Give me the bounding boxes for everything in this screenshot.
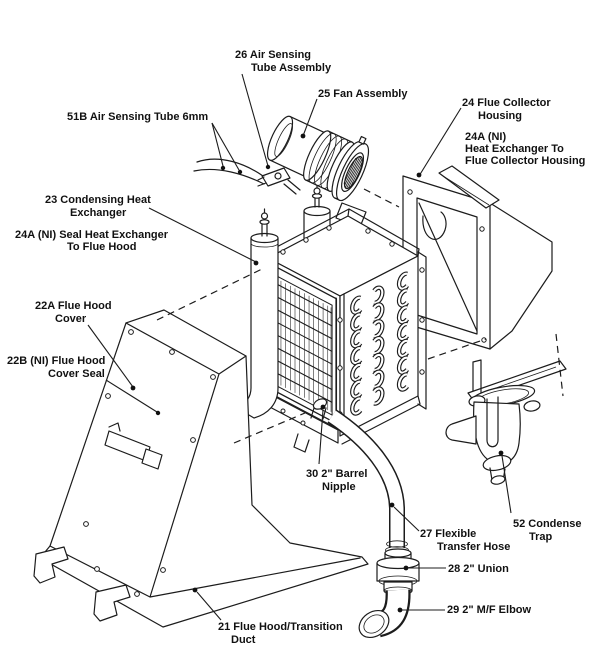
part-label-22a: 22A Flue Hood Cover [35, 300, 112, 325]
part-label-28: 28 2" Union [448, 563, 509, 575]
trap-tab [445, 415, 477, 445]
part-label-22b: 22B (NI) Flue Hood Cover Seal [7, 355, 105, 380]
svg-text:Transfer Hose: Transfer Hose [437, 541, 510, 553]
svg-text:25 Fan Assembly: 25 Fan Assembly [318, 88, 408, 100]
part-labels: 26 Air Sensing Tube Assembly 25 Fan Asse… [7, 49, 585, 646]
svg-text:27 Flexible: 27 Flexible [420, 528, 476, 540]
housing-top-bracket [438, 165, 500, 209]
part-label-51b: 51B Air Sensing Tube 6mm [67, 111, 208, 123]
flue-hood-drawing [33, 309, 369, 628]
elbow-drawing [358, 589, 411, 639]
part-label-23: 23 Condensing Heat Exchanger [45, 194, 151, 219]
svg-text:Duct: Duct [231, 634, 256, 646]
svg-text:52 Condense: 52 Condense [513, 518, 581, 530]
svg-text:Cover: Cover [55, 313, 87, 325]
air-sensing-tube-drawing [193, 158, 301, 195]
svg-text:Flue Collector Housing: Flue Collector Housing [465, 155, 585, 167]
union-drawing [376, 548, 420, 596]
svg-text:Housing: Housing [478, 110, 522, 122]
svg-text:26 Air Sensing: 26 Air Sensing [235, 49, 311, 61]
svg-text:51B Air Sensing Tube 6mm: 51B Air Sensing Tube 6mm [67, 111, 208, 123]
svg-text:21 Flue Hood/Transition: 21 Flue Hood/Transition [218, 621, 343, 633]
svg-text:29 2" M/F Elbow: 29 2" M/F Elbow [447, 604, 532, 616]
part-label-29: 29 2" M/F Elbow [447, 604, 532, 616]
fan-assembly-drawing [266, 115, 370, 202]
svg-text:22B (NI) Flue Hood: 22B (NI) Flue Hood [7, 355, 105, 367]
part-label-25: 25 Fan Assembly [318, 88, 408, 100]
front-standpipe [236, 208, 279, 419]
svg-text:22A Flue Hood: 22A Flue Hood [35, 300, 112, 312]
part-label-26: 26 Air Sensing Tube Assembly [235, 49, 332, 74]
svg-text:24 Flue Collector: 24 Flue Collector [462, 97, 551, 109]
part-label-24a-housing: 24A (NI) Heat Exchanger To Flue Collecto… [465, 131, 585, 167]
part-label-30: 30 2" Barrel Nipple [306, 468, 367, 493]
part-label-52: 52 Condense Trap [513, 518, 581, 543]
svg-text:Tube Assembly: Tube Assembly [251, 62, 332, 74]
svg-text:28 2" Union: 28 2" Union [448, 563, 509, 575]
part-label-27: 27 Flexible Transfer Hose [420, 528, 510, 553]
svg-text:23 Condensing Heat: 23 Condensing Heat [45, 194, 151, 206]
part-label-21: 21 Flue Hood/Transition Duct [218, 621, 343, 646]
svg-text:Nipple: Nipple [322, 481, 356, 493]
svg-text:24A (NI) Seal Heat Exchanger: 24A (NI) Seal Heat Exchanger [15, 229, 169, 241]
svg-text:Cover Seal: Cover Seal [48, 368, 105, 380]
svg-text:Exchanger: Exchanger [70, 207, 127, 219]
part-label-24a-seal: 24A (NI) Seal Heat Exchanger To Flue Hoo… [15, 229, 169, 253]
part-label-24: 24 Flue Collector Housing [462, 97, 551, 122]
condense-trap-drawing [445, 359, 567, 485]
heat-exchanger-drawing [266, 209, 426, 452]
svg-text:24A (NI): 24A (NI) [465, 131, 506, 143]
svg-text:To Flue Hood: To Flue Hood [67, 241, 136, 253]
svg-text:Heat Exchanger To: Heat Exchanger To [465, 143, 564, 155]
svg-text:Trap: Trap [529, 531, 553, 543]
svg-text:30 2" Barrel: 30 2" Barrel [306, 468, 367, 480]
flue-collector-housing-drawing [402, 165, 553, 350]
fan-top-bolt [358, 135, 367, 145]
leader-lines [87, 73, 512, 621]
assembly-dashed-lines [156, 188, 564, 444]
